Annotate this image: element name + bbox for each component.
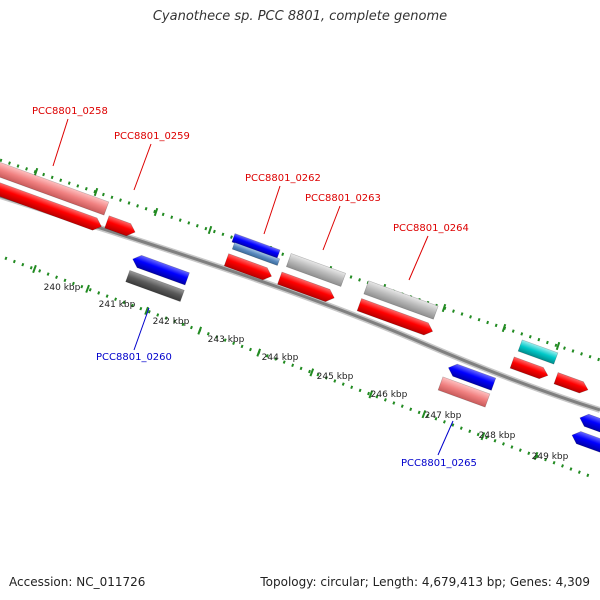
label-pcc8801-0265[interactable]: PCC8801_0265: [401, 420, 477, 469]
inner-tick-row-major-tick: [256, 348, 262, 357]
tick-label: 245 kbp: [317, 372, 354, 382]
inner-tick-row-major-tick: [309, 368, 315, 377]
outer-tick-row-major-tick: [441, 303, 447, 313]
inner-tick-row: [4, 256, 596, 480]
outer-tick-row-major-tick: [555, 341, 561, 351]
gene-features: [0, 160, 600, 454]
inner-tick-row-major-tick: [197, 326, 203, 335]
gene-pcc8801-0265[interactable]: [437, 376, 491, 408]
gene-reverse-dark[interactable]: [125, 270, 185, 302]
gene-pcc8801-0262-steel[interactable]: [231, 242, 281, 266]
gene-pcc8801-0258[interactable]: [0, 160, 110, 216]
gene-pcc8801-0260[interactable]: [131, 253, 190, 286]
accession-text: Accession: NC_011726: [9, 575, 146, 589]
label-pcc8801-0262-text: PCC8801_0262: [245, 173, 321, 184]
label-pcc8801-0265-leader: [437, 420, 454, 456]
gene-pcc8801-0259[interactable]: [104, 215, 138, 238]
gene-labels: PCC8801_0258PCC8801_0259PCC8801_0262PCC8…: [32, 106, 477, 469]
gene-reverse-h[interactable]: [570, 429, 600, 454]
tick-label: 241 kbp: [99, 300, 136, 310]
label-pcc8801-0262[interactable]: PCC8801_0262: [245, 173, 321, 235]
genome-backbone: [0, 193, 600, 413]
outer-tick-row-major-tick: [501, 323, 507, 333]
label-pcc8801-0264[interactable]: PCC8801_0264: [393, 223, 469, 281]
tick-label: 249 kbp: [532, 452, 569, 462]
inner-tick-row-major-tick: [368, 390, 374, 399]
label-pcc8801-0263-leader: [322, 205, 341, 251]
gene-reverse-f[interactable]: [446, 362, 497, 391]
tick-label: 242 kbp: [153, 317, 190, 327]
inner-tick-row-major-tick: [144, 306, 149, 315]
gene-pcc8801-0262[interactable]: [223, 253, 274, 283]
gene-rna-cyan[interactable]: [517, 339, 559, 365]
gene-reverse-g[interactable]: [578, 412, 600, 435]
outer-tick-row-major-tick: [93, 187, 99, 197]
label-pcc8801-0259[interactable]: PCC8801_0259: [114, 131, 190, 191]
label-pcc8801-0263[interactable]: PCC8801_0263: [305, 193, 381, 251]
gene-forward-a[interactable]: [0, 178, 104, 232]
label-pcc8801-0263-text: PCC8801_0263: [305, 193, 381, 204]
gene-pcc8801-0263[interactable]: [285, 253, 347, 287]
label-pcc8801-0258-leader: [52, 118, 69, 167]
label-pcc8801-0265-text: PCC8801_0265: [401, 458, 477, 469]
label-pcc8801-0264-leader: [408, 235, 429, 281]
outer-tick-row-major-tick: [153, 207, 159, 217]
tick-label: 244 kbp: [262, 353, 299, 363]
gene-forward-c[interactable]: [356, 298, 435, 338]
label-pcc8801-0260-text: PCC8801_0260: [96, 352, 172, 363]
tick-label: 243 kbp: [208, 335, 245, 345]
label-pcc8801-0260[interactable]: PCC8801_0260: [96, 307, 172, 363]
label-pcc8801-0264-text: PCC8801_0264: [393, 223, 469, 234]
inner-tick-row-major-tick: [32, 264, 37, 274]
inner-tick-row-major-tick: [421, 410, 427, 419]
inner-tick-row-major-tick: [533, 451, 539, 461]
gene-forward-e[interactable]: [553, 372, 590, 396]
gene-pcc8801-0264[interactable]: [363, 280, 439, 320]
map-title: Cyanothece sp. PCC 8801, complete genome: [152, 9, 448, 24]
genome-summary-text: Topology: circular; Length: 4,679,413 bp…: [260, 575, 590, 589]
backbone-line: [0, 194, 600, 412]
tick-label: 247 kbp: [425, 411, 462, 421]
label-pcc8801-0258[interactable]: PCC8801_0258: [32, 106, 108, 167]
outer-tick-row-major-tick: [33, 167, 39, 177]
inner-tick-row-major-tick: [85, 284, 90, 293]
tick-labels: 240 kbp 241 kbp 242 kbp 243 kbp 244 kbp 245 k…: [44, 283, 569, 462]
label-pcc8801-0260-leader: [133, 307, 150, 351]
tick-label: 248 kbp: [479, 431, 516, 441]
gene-forward-b[interactable]: [277, 271, 337, 304]
tick-label: 240 kbp: [44, 283, 81, 293]
label-pcc8801-0262-leader: [263, 185, 281, 235]
inner-tick-row-major-tick: [480, 432, 486, 441]
label-pcc8801-0259-leader: [133, 143, 152, 191]
label-pcc8801-0258-text: PCC8801_0258: [32, 106, 108, 117]
tick-label: 246 kbp: [371, 390, 408, 400]
label-pcc8801-0259-text: PCC8801_0259: [114, 131, 190, 142]
outer-tick-row-major-tick: [207, 225, 213, 235]
gene-forward-d[interactable]: [509, 356, 550, 381]
